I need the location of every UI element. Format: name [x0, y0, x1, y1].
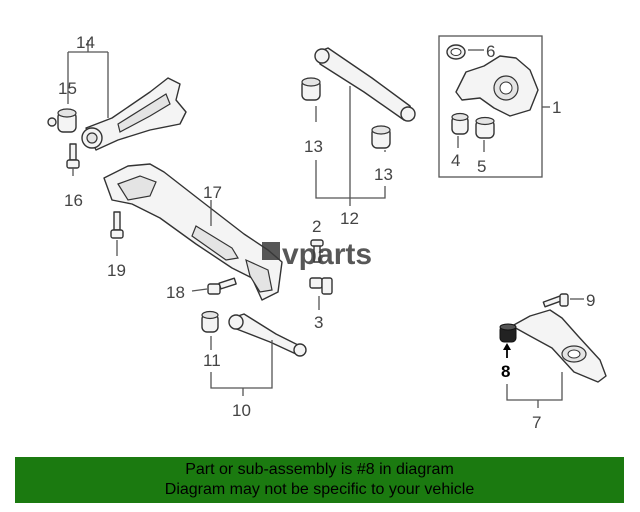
banner-line-1: Part or sub-assembly is #8 in diagram [185, 461, 454, 478]
info-banner: Part or sub-assembly is #8 in diagram Di… [15, 457, 624, 503]
callout-18[interactable]: 18 [166, 283, 185, 302]
callout-4[interactable]: 4 [451, 151, 460, 170]
callout-17[interactable]: 17 [203, 183, 222, 202]
callout-9[interactable]: 9 [586, 291, 595, 310]
callout-1[interactable]: 1 [552, 98, 561, 117]
vparts-watermark: vparts [262, 238, 372, 271]
rear-crossmember [103, 163, 283, 301]
lower-control-arm [511, 309, 607, 383]
callout-8[interactable]: 8 [501, 362, 510, 381]
upper-control-arm [81, 77, 187, 151]
callout-6[interactable]: 6 [486, 42, 495, 61]
callout-2[interactable]: 2 [312, 217, 321, 236]
bushing-5 [475, 116, 495, 139]
parts-diagram: 14 15 16 17 19 18 2 3 [47, 33, 607, 432]
callout-12[interactable]: 12 [340, 209, 359, 228]
knuckle [455, 55, 539, 117]
callout-10[interactable]: 10 [232, 401, 251, 420]
svg-text:vparts: vparts [282, 238, 372, 271]
callout-16[interactable]: 16 [64, 191, 83, 210]
bushing-8-highlighted[interactable] [499, 323, 517, 343]
callout-13-left[interactable]: 13 [304, 137, 323, 156]
leader-7-bracket [506, 372, 563, 401]
bolt-19 [110, 211, 124, 239]
seal-6 [446, 44, 466, 60]
bushing-13-left [301, 77, 321, 101]
bushing-13-right [371, 125, 391, 149]
callout-13-right[interactable]: 13 [374, 165, 393, 184]
banner-line-2: Diagram may not be specific to your vehi… [164, 481, 475, 498]
bolt-16 [66, 143, 80, 169]
callout-5[interactable]: 5 [477, 157, 486, 176]
callout-7[interactable]: 7 [532, 413, 541, 432]
bolt-9 [542, 293, 569, 308]
callout-19[interactable]: 19 [107, 261, 126, 280]
callout-11[interactable]: 11 [203, 351, 221, 370]
callout-14[interactable]: 14 [76, 33, 95, 52]
leader-10-bracket [210, 340, 273, 389]
bolt-3 [309, 277, 333, 295]
toe-link-10 [228, 313, 307, 357]
lateral-link-12 [314, 47, 416, 122]
bolt-2 [310, 239, 324, 263]
callout-3[interactable]: 3 [314, 313, 323, 332]
bolt-18 [207, 277, 237, 295]
callout-15[interactable]: 15 [58, 79, 77, 98]
bushing-15 [47, 108, 77, 133]
bushing-4 [451, 112, 469, 135]
bushing-11 [201, 310, 219, 333]
